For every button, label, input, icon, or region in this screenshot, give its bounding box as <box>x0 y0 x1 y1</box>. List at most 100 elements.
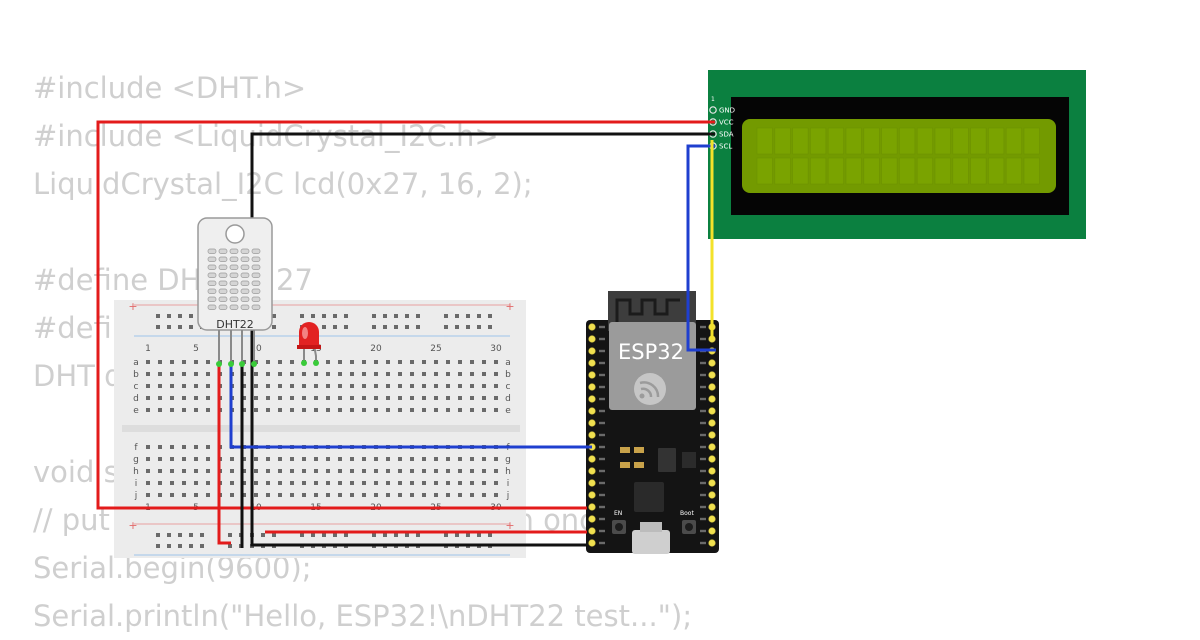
breadboard-hole[interactable] <box>290 493 294 497</box>
breadboard-hole[interactable] <box>446 396 450 400</box>
breadboard-hole[interactable] <box>182 469 186 473</box>
breadboard-hole[interactable] <box>146 384 150 388</box>
breadboard-hole[interactable] <box>158 481 162 485</box>
breadboard-hole[interactable] <box>302 457 306 461</box>
esp32-pin[interactable] <box>588 455 596 463</box>
breadboard-hole[interactable] <box>266 360 270 364</box>
esp32-pin[interactable] <box>708 395 716 403</box>
breadboard-hole[interactable] <box>350 457 354 461</box>
breadboard-hole[interactable] <box>410 384 414 388</box>
breadboard-hole[interactable] <box>206 372 210 376</box>
breadboard-hole[interactable] <box>398 469 402 473</box>
breadboard-hole[interactable] <box>302 481 306 485</box>
breadboard-hole[interactable] <box>338 384 342 388</box>
breadboard-hole[interactable] <box>242 469 246 473</box>
breadboard-hole[interactable] <box>362 493 366 497</box>
rail-hole[interactable] <box>200 533 204 537</box>
breadboard-hole[interactable] <box>482 360 486 364</box>
rail-hole[interactable] <box>394 314 398 318</box>
rail-hole[interactable] <box>272 325 276 329</box>
rail-hole[interactable] <box>272 533 276 537</box>
rail-hole[interactable] <box>394 533 398 537</box>
breadboard-hole[interactable] <box>374 384 378 388</box>
rail-hole[interactable] <box>322 533 326 537</box>
breadboard-hole[interactable] <box>242 408 246 412</box>
breadboard-hole[interactable] <box>182 457 186 461</box>
breadboard-hole[interactable] <box>278 457 282 461</box>
breadboard-hole[interactable] <box>446 360 450 364</box>
breadboard-hole[interactable] <box>494 384 498 388</box>
breadboard-hole[interactable] <box>422 360 426 364</box>
breadboard-hole[interactable] <box>302 493 306 497</box>
breadboard-hole[interactable] <box>230 481 234 485</box>
breadboard-hole[interactable] <box>158 457 162 461</box>
esp32-pin[interactable] <box>588 467 596 475</box>
breadboard-hole[interactable] <box>338 360 342 364</box>
breadboard-hole[interactable] <box>314 408 318 412</box>
breadboard-hole[interactable] <box>158 372 162 376</box>
rail-hole[interactable] <box>488 533 492 537</box>
esp32-pin[interactable] <box>588 335 596 343</box>
rail-hole[interactable] <box>228 544 232 548</box>
breadboard-hole[interactable] <box>350 372 354 376</box>
esp32-pin[interactable] <box>708 371 716 379</box>
breadboard-hole[interactable] <box>398 396 402 400</box>
wire-scl-blue[interactable] <box>686 144 716 352</box>
esp32-pin[interactable] <box>588 491 596 499</box>
esp32-pin[interactable] <box>588 359 596 367</box>
breadboard-hole[interactable] <box>266 481 270 485</box>
esp32-pin[interactable] <box>588 395 596 403</box>
breadboard-hole[interactable] <box>146 445 150 449</box>
breadboard-hole[interactable] <box>410 372 414 376</box>
breadboard-hole[interactable] <box>182 396 186 400</box>
rail-hole[interactable] <box>444 314 448 318</box>
breadboard-hole[interactable] <box>362 469 366 473</box>
breadboard-hole[interactable] <box>422 457 426 461</box>
rail-hole[interactable] <box>300 533 304 537</box>
breadboard-hole[interactable] <box>326 372 330 376</box>
breadboard-hole[interactable] <box>290 372 294 376</box>
breadboard-hole[interactable] <box>362 396 366 400</box>
rail-hole[interactable] <box>477 325 481 329</box>
esp32-pin[interactable] <box>588 527 596 535</box>
rail-hole[interactable] <box>394 325 398 329</box>
breadboard-hole[interactable] <box>158 384 162 388</box>
breadboard-hole[interactable] <box>422 481 426 485</box>
breadboard-hole[interactable] <box>338 457 342 461</box>
breadboard-hole[interactable] <box>350 469 354 473</box>
esp32-pin[interactable] <box>588 419 596 427</box>
esp32-pin[interactable] <box>588 407 596 415</box>
breadboard-hole[interactable] <box>170 396 174 400</box>
breadboard-hole[interactable] <box>386 384 390 388</box>
rail-hole[interactable] <box>466 325 470 329</box>
breadboard-hole[interactable] <box>374 457 378 461</box>
breadboard-hole[interactable] <box>206 360 210 364</box>
breadboard-hole[interactable] <box>386 372 390 376</box>
breadboard-hole[interactable] <box>170 493 174 497</box>
breadboard-hole[interactable] <box>422 372 426 376</box>
breadboard-hole[interactable] <box>386 493 390 497</box>
rail-hole[interactable] <box>405 314 409 318</box>
rail-hole[interactable] <box>200 544 204 548</box>
rail-hole[interactable] <box>455 314 459 318</box>
breadboard-hole[interactable] <box>482 481 486 485</box>
rail-hole[interactable] <box>372 325 376 329</box>
breadboard-hole[interactable] <box>278 360 282 364</box>
esp32-pin[interactable] <box>588 479 596 487</box>
breadboard-hole[interactable] <box>278 396 282 400</box>
breadboard-hole[interactable] <box>242 481 246 485</box>
breadboard-hole[interactable] <box>470 396 474 400</box>
breadboard-hole[interactable] <box>242 396 246 400</box>
rail-hole[interactable] <box>167 314 171 318</box>
rail-hole[interactable] <box>311 533 315 537</box>
breadboard-hole[interactable] <box>338 481 342 485</box>
rail-hole[interactable] <box>372 533 376 537</box>
breadboard-hole[interactable] <box>314 469 318 473</box>
breadboard-hole[interactable] <box>230 469 234 473</box>
breadboard-hole[interactable] <box>446 408 450 412</box>
breadboard-hole[interactable] <box>254 396 258 400</box>
breadboard-hole[interactable] <box>158 493 162 497</box>
rail-hole[interactable] <box>488 325 492 329</box>
breadboard-hole[interactable] <box>470 372 474 376</box>
breadboard-hole[interactable] <box>182 445 186 449</box>
